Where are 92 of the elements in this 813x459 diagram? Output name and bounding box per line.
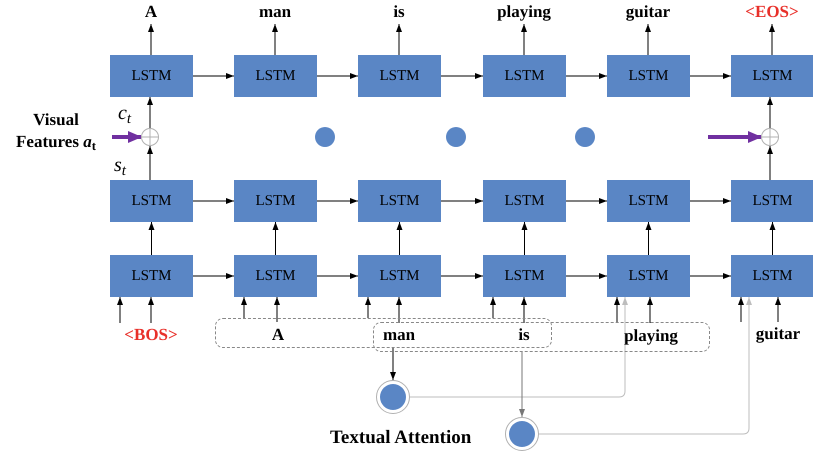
arrow [566,73,608,79]
arrow [272,222,278,256]
arrow [147,146,153,180]
caption-label: Textual Attention [330,426,472,450]
lstm-box: LSTM [358,255,441,297]
input-word: man [376,323,422,347]
lstm-box: LSTM [358,180,441,222]
lstm-box: LSTM [358,55,441,97]
arrow [522,222,528,256]
lstm-box: LSTM [234,55,317,97]
arrow [112,131,142,143]
lstm-box: LSTM [607,55,690,97]
arrow [708,131,762,143]
arrow [396,24,402,56]
arrow [440,198,484,204]
arrow [316,73,358,79]
arrow [690,273,732,279]
arrow [272,24,278,56]
dashed-group-box [373,322,710,352]
arrow [365,296,371,318]
arrow [274,296,280,322]
variable-label: s$_{t}$ [114,153,126,180]
arrow [614,296,620,324]
input-word: is [512,323,536,347]
arrow [148,296,154,324]
arrow [690,73,732,79]
sum-circle [761,128,779,146]
ellipsis-dot [446,127,466,147]
arrow [645,24,651,56]
arrow [410,296,628,398]
lstm-box: LSTM [483,255,566,297]
sum-circle [141,128,159,146]
arrow [566,273,608,279]
lstm-box: LSTM [110,180,193,222]
output-word: playing [484,0,564,24]
arrow [440,273,484,279]
arrow [117,296,123,324]
arrow [775,296,781,322]
lstm-box: LSTM [110,255,193,297]
attention-node [376,380,410,414]
arrow [192,73,234,79]
arrow [440,73,484,79]
input-label: Visual Features a$_{t}$ [0,108,112,154]
input-word: <BOS> [124,323,178,347]
arrow [316,198,358,204]
lstm-box: LSTM [607,180,690,222]
arrow [241,296,247,318]
output-word: guitar [608,0,688,24]
output-word: man [235,0,315,24]
ellipsis-dot [315,127,335,147]
input-word: guitar [751,322,805,346]
output-word: A [111,0,191,24]
arrow [769,24,775,56]
arrow [192,198,234,204]
lstm-box: LSTM [731,55,813,97]
arrow [690,198,732,204]
arrow [519,352,525,418]
ellipsis-dot [575,127,595,147]
lstm-box: LSTM [234,255,317,297]
arrow [396,296,402,324]
arrow [148,24,154,56]
lstm-box: LSTM [234,180,317,222]
arrow [647,296,653,324]
arrow [738,296,744,322]
arrow [521,296,527,324]
arrow [767,96,773,128]
arrow [521,24,527,56]
arrow [192,273,234,279]
arrow [646,222,652,256]
lstm-box: LSTM [731,180,813,222]
lstm-box: LSTM [731,255,813,297]
attention-node [505,417,539,451]
arrow [770,222,776,256]
output-word: <EOS> [732,0,812,24]
arrow [396,222,402,256]
arrow [538,296,752,434]
lstm-box: LSTM [607,255,690,297]
lstm-box: LSTM [110,55,193,97]
input-word: playing [623,324,679,348]
arrow [316,273,358,279]
arrow [148,222,154,256]
lstm-box: LSTM [483,180,566,222]
variable-label: c$_{t}$ [118,101,132,128]
input-word: A [263,323,293,347]
output-word: is [359,0,439,24]
arrow [490,296,496,318]
arrow [147,96,153,128]
arrow [767,146,773,180]
lstm-box: LSTM [483,55,566,97]
arrow [566,198,608,204]
dashed-group-box [215,318,552,348]
arrow [390,348,396,380]
